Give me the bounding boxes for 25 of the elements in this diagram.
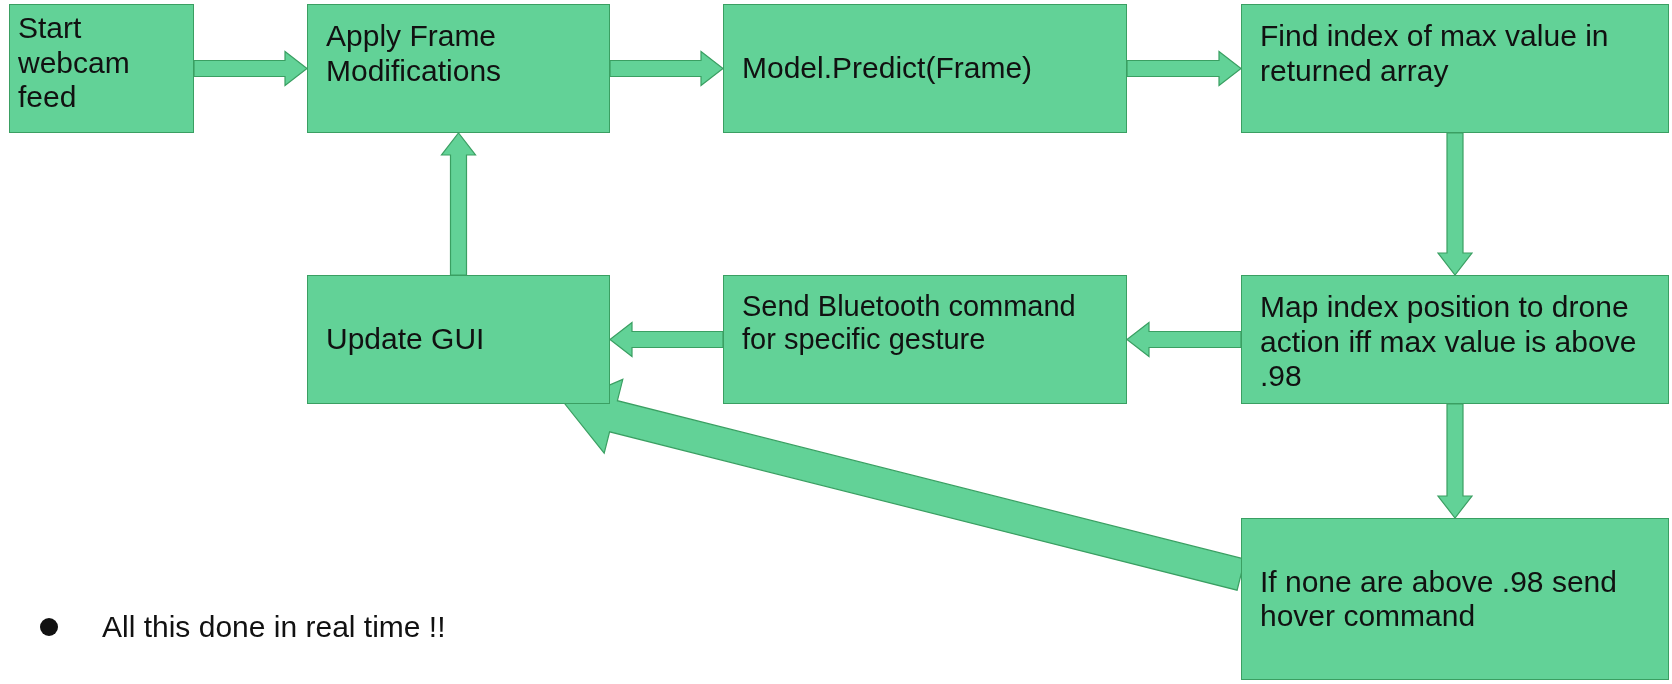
process-box xyxy=(1241,275,1669,404)
box-label: Apply Frame Modifications xyxy=(326,19,503,88)
box-label: Start webcam feed xyxy=(18,11,131,115)
process-box xyxy=(9,4,194,133)
block-arrow xyxy=(193,50,308,87)
block-arrow xyxy=(609,50,724,87)
box-label: Map index position to drone action iff max value is above .98 xyxy=(1260,290,1638,394)
block-arrow xyxy=(1436,403,1474,519)
box-label: Send Bluetooth command for specific gesture xyxy=(742,290,1077,357)
process-box xyxy=(723,4,1127,133)
box-label: Find index of max value in returned array xyxy=(1260,19,1610,88)
process-box xyxy=(307,4,610,133)
block-arrow xyxy=(1126,321,1242,358)
block-arrow xyxy=(1436,132,1474,276)
note-text: All this done in real time !! xyxy=(102,610,446,644)
process-box xyxy=(1241,518,1669,680)
block-arrow xyxy=(1126,50,1242,87)
block-arrow xyxy=(609,321,724,358)
box-label: Model.Predict(Frame) xyxy=(742,51,1033,86)
box-label: Update GUI xyxy=(326,322,485,357)
process-box xyxy=(1241,4,1669,133)
process-box xyxy=(723,275,1127,404)
block-arrow xyxy=(440,132,477,276)
process-box xyxy=(307,275,610,404)
box-label: If none are above .98 send hover command xyxy=(1260,564,1618,634)
